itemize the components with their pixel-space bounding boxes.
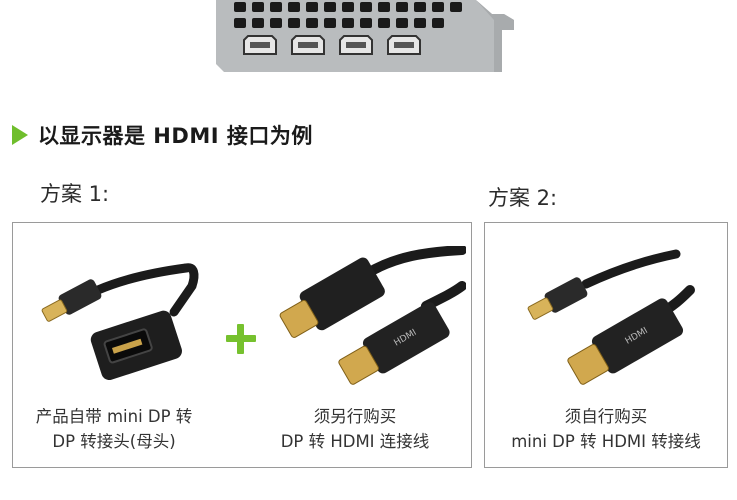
plan1-item-a-line1: 产品自带 mini DP 转 — [35, 407, 193, 426]
section-heading: 以显示器是 HDMI 接口为例 — [12, 120, 313, 150]
plan1-item-b-line1: 须另行购买 — [313, 407, 397, 426]
plus-icon — [224, 322, 258, 356]
dp-to-hdmi-cable-image: HDMI — [279, 246, 466, 385]
gpu-bracket-image — [214, 0, 514, 72]
triangle-arrow-icon — [12, 125, 28, 145]
plan2-label: 方案 2: — [488, 186, 558, 210]
plan2-item-line1: 须自行购买 — [564, 407, 648, 426]
minidp-to-hdmi-cable-image: HDMI — [527, 249, 695, 385]
plan2-item-line2: mini DP 转 HDMI 转接线 — [511, 432, 701, 451]
plan1-label: 方案 1: — [40, 182, 110, 206]
heading-title: 以显示器是 HDMI 接口为例 — [38, 124, 313, 148]
plan1-item-a-line2: DP 转接头(母头) — [52, 432, 176, 451]
plan2-item-caption: 须自行购买 mini DP 转 HDMI 转接线 — [486, 404, 726, 454]
plan1-item-b-caption: 须另行购买 DP 转 HDMI 连接线 — [250, 404, 460, 454]
plan1-item-b-line2: DP 转 HDMI 连接线 — [280, 432, 430, 451]
plan1-item-a-caption: 产品自带 mini DP 转 DP 转接头(母头) — [8, 404, 220, 454]
minidp-to-dp-adapter-image — [41, 263, 199, 380]
